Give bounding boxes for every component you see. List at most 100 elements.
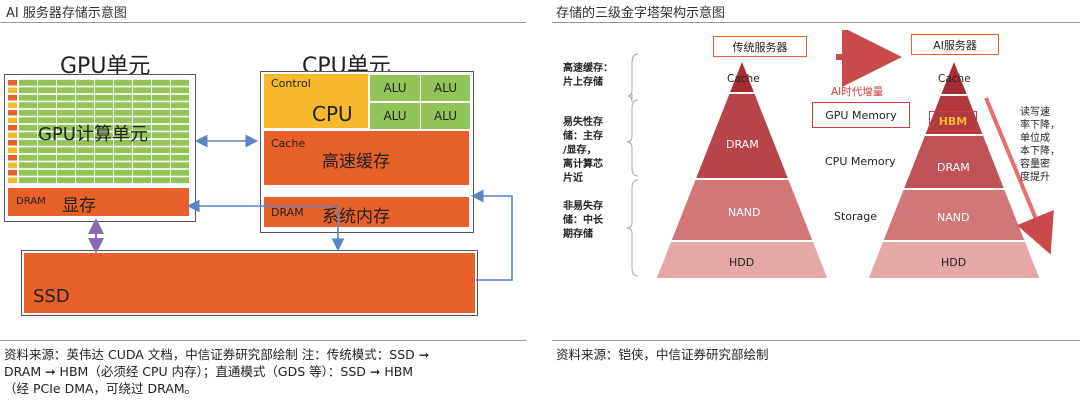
- gpu-core-cell: [57, 102, 75, 109]
- gpu-core-cell: [114, 139, 132, 146]
- gpu-core-cell: [95, 169, 113, 176]
- gpu-core-cell: [114, 154, 132, 161]
- gpu-core-cell: [38, 132, 56, 139]
- dram-gpu-ssd-arrow: [186, 199, 345, 252]
- gpu-core-cell: [57, 147, 75, 154]
- traditional-pyramid-layer: [656, 242, 828, 278]
- gpu-core-cell: [57, 139, 75, 146]
- gpu-core-cell: [114, 177, 132, 184]
- traditional-server-title: 传统服务器: [713, 36, 807, 57]
- gpu-core-cell: [19, 139, 37, 146]
- gpu-core-cell: [76, 154, 94, 161]
- gpu-core-cell: [57, 117, 75, 124]
- gpu-compute-label: GPU计算单元: [38, 124, 148, 145]
- gpu-core-cell: [171, 79, 189, 86]
- gpu-core-cell: [152, 177, 170, 184]
- left-title-rule: [0, 22, 526, 23]
- gpu-core-cell: [171, 102, 189, 109]
- alu-block: ALU: [369, 102, 421, 130]
- gpu-core-cell: [38, 162, 56, 169]
- gpu-core-cell: [133, 169, 151, 176]
- gpu-core-cell: [95, 94, 113, 101]
- gpu-core-cell: [38, 94, 56, 101]
- gpu-core-cell: [95, 177, 113, 184]
- note-line: 储：主存: [563, 131, 603, 142]
- traditional-pyramid-layer: [730, 62, 754, 92]
- gpu-core-cell: [133, 109, 151, 116]
- ai-pyramid-layer: [941, 62, 967, 94]
- left-source-note: 资料来源：英伟达 CUDA 文档，中信证券研究部绘制 注：传统模式：SSD ➞ …: [4, 346, 529, 397]
- right-layer-label: DRAM: [937, 161, 970, 174]
- note-line: 高速缓存：: [563, 63, 613, 74]
- gpu-core-cell: [152, 102, 170, 109]
- gpu-core-cell: [133, 139, 151, 146]
- gpu-core-marker: [8, 147, 17, 153]
- traditional-pyramid-layer: [671, 180, 813, 240]
- gpu-core-marker: [8, 140, 17, 146]
- gpu-core-cell: [114, 79, 132, 86]
- gpu-core-cell: [171, 94, 189, 101]
- gpu-core-cell: [171, 124, 189, 131]
- hbm-layer-label: HBM: [929, 111, 977, 131]
- gpu-core-marker: [8, 162, 17, 168]
- trend-arrow: [984, 97, 1054, 255]
- trend-note: 读写速 率下降， 单位成 本下降， 容量密 度提升: [1020, 106, 1060, 184]
- gpu-core-cell: [171, 147, 189, 154]
- storage-label: Storage: [834, 210, 878, 223]
- cpu-memory-label: CPU Memory: [825, 155, 896, 168]
- gpu-core-cell: [38, 169, 56, 176]
- gpu-core-cell: [152, 162, 170, 169]
- gpu-core-marker: [8, 132, 17, 138]
- gpu-core-cell: [133, 147, 151, 154]
- right-panel-title: 存储的三级金字塔架构示意图: [556, 6, 726, 21]
- gpu-core-marker: [8, 102, 17, 108]
- alu-block: ALU: [420, 102, 471, 130]
- gpu-core-cell: [114, 102, 132, 109]
- gpu-core-cell: [114, 147, 132, 154]
- gpu-core-cell: [171, 87, 189, 94]
- gpu-core-cell: [95, 102, 113, 109]
- gpu-core-cell: [19, 177, 37, 184]
- gpu-core-cell: [133, 79, 151, 86]
- traditional-pyramid-layer: [696, 94, 788, 178]
- gpu-core-cell: [152, 94, 170, 101]
- trend-line: 读写速: [1020, 107, 1050, 118]
- gpu-core-cell: [38, 177, 56, 184]
- gpu-core-cell: [57, 94, 75, 101]
- gpu-core-cell: [171, 139, 189, 146]
- gpu-core-cell: [76, 162, 94, 169]
- gpu-core-cell: [133, 177, 151, 184]
- gpu-core-cell: [38, 147, 56, 154]
- gpu-core-cell: [19, 109, 37, 116]
- right-source-note: 资料来源：铠侠，中信证券研究部绘制: [556, 347, 769, 362]
- gpu-core-cell: [95, 79, 113, 86]
- gpu-core-marker: [8, 155, 17, 161]
- cpu-control-block: [264, 74, 368, 128]
- gpu-core-cell: [19, 162, 37, 169]
- gpu-core-cell: [171, 177, 189, 184]
- category-note-cache: 高速缓存： 片上存储: [563, 62, 613, 90]
- left-layer-label: HDD: [729, 256, 755, 269]
- gpu-core-cell: [38, 154, 56, 161]
- alu-block: ALU: [420, 74, 471, 102]
- gpu-core-cell: [57, 79, 75, 86]
- trend-line: 本下降，: [1020, 146, 1060, 157]
- ai-pyramid-layer: [925, 96, 983, 134]
- gpu-core-cell: [95, 154, 113, 161]
- gpu-core-cell: [76, 94, 94, 101]
- gpu-core-cell: [76, 109, 94, 116]
- gpu-core-cell: [38, 109, 56, 116]
- note-line: 储：中长: [563, 215, 603, 226]
- gpu-core-marker: [8, 87, 17, 93]
- ai-pyramid-layer: [904, 136, 1004, 188]
- gpu-core-marker: [8, 110, 17, 116]
- gpu-core-cell: [133, 154, 151, 161]
- gpu-core-marker: [8, 117, 17, 123]
- left-arrows: [88, 134, 513, 281]
- note-line: 片近: [563, 173, 583, 184]
- gpu-core-cell: [76, 177, 94, 184]
- gpu-core-cell: [19, 154, 37, 161]
- gpu-core-cell: [114, 87, 132, 94]
- gpu-core-cell: [19, 147, 37, 154]
- right-layer-label: HDD: [941, 256, 967, 269]
